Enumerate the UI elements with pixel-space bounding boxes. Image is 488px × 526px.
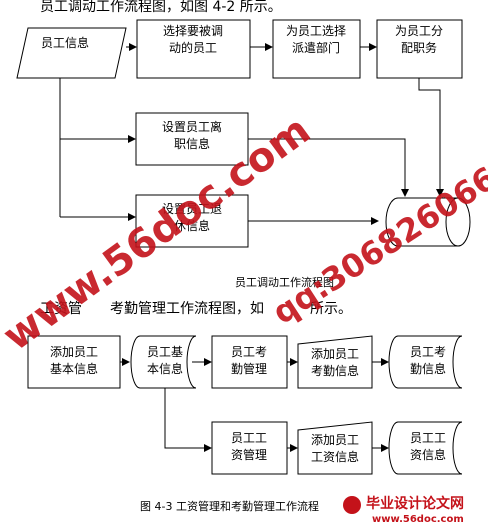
- arrow-leave-to-db: [248, 138, 409, 197]
- add-basic-label-1: 添加员工: [50, 345, 98, 359]
- attendance-info-label-2: 勤信息: [410, 361, 446, 376]
- select-employee-label-2: 动的员工: [169, 40, 217, 55]
- attendance-mgmt-label-2: 勤管理: [231, 361, 267, 376]
- site-logo: 毕业设计论文网 www.56doc.com: [343, 495, 464, 525]
- salary-mgmt-label-1: 员工工: [231, 431, 267, 445]
- select-employee-box: [136, 19, 251, 79]
- intro-paragraph-2b: 考勤管理工作流程图，如: [110, 301, 264, 317]
- leave-info-box: [135, 112, 249, 166]
- retire-info-box: [135, 194, 249, 248]
- logo-url: www.56doc.com: [372, 514, 464, 525]
- salary-mgmt-box: [211, 421, 288, 475]
- add-attendance-label-2: 考勤信息: [311, 363, 359, 378]
- attendance-info-store: [388, 335, 463, 389]
- select-employee-label-1: 选择要被调: [163, 24, 223, 38]
- leave-info-label-1: 设置员工离: [162, 119, 222, 134]
- salary-info-label-1: 员工工: [410, 431, 446, 445]
- attendance-info-label-1: 员工考: [410, 345, 446, 359]
- salary-info-store: [388, 421, 463, 475]
- add-salary-shape: [297, 421, 373, 475]
- assign-position-label-2: 配职务: [401, 40, 437, 55]
- basic-info-store: [130, 335, 197, 389]
- leave-info-label-2: 职信息: [174, 136, 210, 151]
- salary-info-label-2: 资信息: [410, 447, 446, 462]
- dispatch-dept-label-1: 为员工选择: [286, 24, 346, 38]
- dispatch-dept-box: [272, 19, 361, 79]
- dispatch-dept-label-2: 派遣部门: [292, 40, 340, 55]
- intro-paragraph-2a: 工资管: [40, 301, 82, 317]
- retire-info-label-2: 休信息: [174, 218, 210, 233]
- arrow-to-salary-mgmt: [164, 388, 212, 452]
- salary-mgmt-label-2: 资管理: [231, 447, 267, 462]
- intro-paragraph-1: 员工调动工作流程图，如图 4-2 所示。: [40, 0, 282, 15]
- attendance-mgmt-box: [211, 335, 288, 389]
- logo-emblem-icon: [343, 496, 361, 514]
- basic-info-label-2: 本信息: [147, 361, 183, 376]
- assign-position-box: [376, 19, 463, 79]
- logo-title: 毕业设计论文网: [366, 495, 464, 512]
- basic-info-label-1: 员工基: [147, 345, 183, 359]
- arrow-assign-to-db: [418, 78, 444, 197]
- add-basic-box: [27, 335, 121, 389]
- employee-info-label: 员工信息: [41, 35, 89, 50]
- assign-position-label-1: 为员工分: [395, 24, 443, 38]
- add-attendance-shape: [297, 335, 373, 389]
- intro-paragraph-2c: 所示。: [310, 301, 352, 317]
- add-salary-label-2: 工资信息: [311, 449, 359, 464]
- retire-info-label-1: 设置员工退: [162, 202, 222, 216]
- employee-db-curve: [445, 197, 459, 247]
- add-attendance-label-1: 添加员工: [311, 347, 359, 361]
- fig42-caption: 员工调动工作流程图: [235, 275, 334, 289]
- add-salary-label-1: 添加员工: [311, 433, 359, 447]
- employee-info-shape: [16, 27, 127, 79]
- attendance-mgmt-label-1: 员工考: [231, 345, 267, 359]
- add-basic-label-2: 基本信息: [50, 361, 98, 376]
- fig43-caption: 图 4-3 工资管理和考勤管理工作流程: [140, 499, 319, 513]
